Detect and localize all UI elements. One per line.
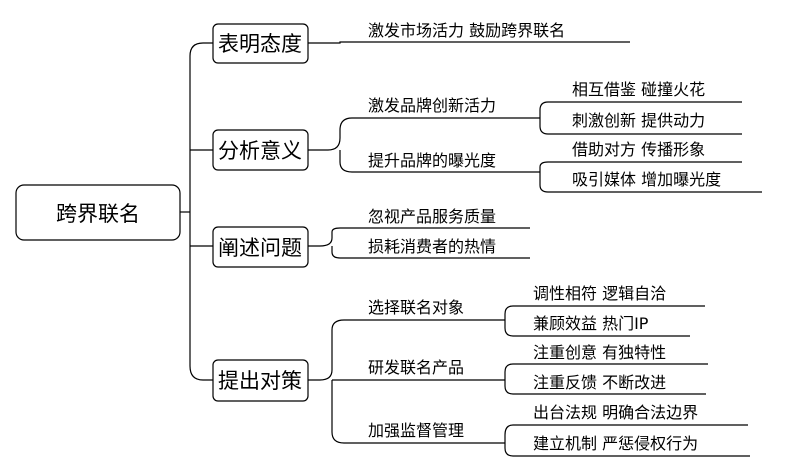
branch-biaoming: 表明态度: [212, 23, 309, 64]
level2-labels: 激发市场活力 鼓励跨界联名 激发品牌创新活力 提升品牌的曝光度 忽视产品服务质量…: [368, 21, 565, 440]
connectors: [180, 41, 762, 457]
leaf-label: 注重反馈 不断改进: [533, 373, 666, 392]
node-label: 提升品牌的曝光度: [368, 151, 496, 170]
leaf-label: 出台法规 明确合法边界: [533, 403, 698, 422]
branch-label: 分析意义: [218, 139, 302, 163]
branch-tichu: 提出对策: [212, 359, 309, 402]
leaf-label: 建立机制 严惩侵权行为: [533, 434, 698, 453]
branch-label: 表明态度: [218, 32, 302, 56]
node-label: 加强监督管理: [368, 421, 464, 440]
node-label: 激发品牌创新活力: [368, 96, 496, 115]
branch-chanshu: 阐述问题: [212, 226, 309, 268]
branch-label: 提出对策: [218, 369, 302, 393]
node-label: 研发联名产品: [368, 358, 464, 377]
root-node: 跨界联名: [15, 184, 181, 241]
branch-fenxi: 分析意义: [212, 129, 309, 171]
root-label: 跨界联名: [56, 202, 140, 226]
leaf-label: 兼顾效益 热门IP: [533, 314, 649, 333]
branch-label: 阐述问题: [218, 236, 302, 260]
level3-labels: 相互借鉴 碰撞火花 刺激创新 提供动力 借助对方 传播形象 吸引媒体 增加曝光度…: [533, 80, 721, 453]
leaf-label: 相互借鉴 碰撞火花: [572, 80, 705, 99]
leaf-label: 吸引媒体 增加曝光度: [572, 170, 721, 189]
leaf-label: 调性相符 逻辑自洽: [533, 284, 666, 303]
leaf-label: 注重创意 有独特性: [533, 343, 666, 362]
node-label: 选择联名对象: [368, 298, 464, 317]
leaf-label: 借助对方 传播形象: [572, 140, 705, 159]
node-label: 忽视产品服务质量: [368, 207, 496, 226]
node-label: 损耗消费者的热情: [368, 237, 496, 256]
node-label: 激发市场活力 鼓励跨界联名: [368, 21, 565, 40]
leaf-label: 刺激创新 提供动力: [572, 111, 705, 130]
